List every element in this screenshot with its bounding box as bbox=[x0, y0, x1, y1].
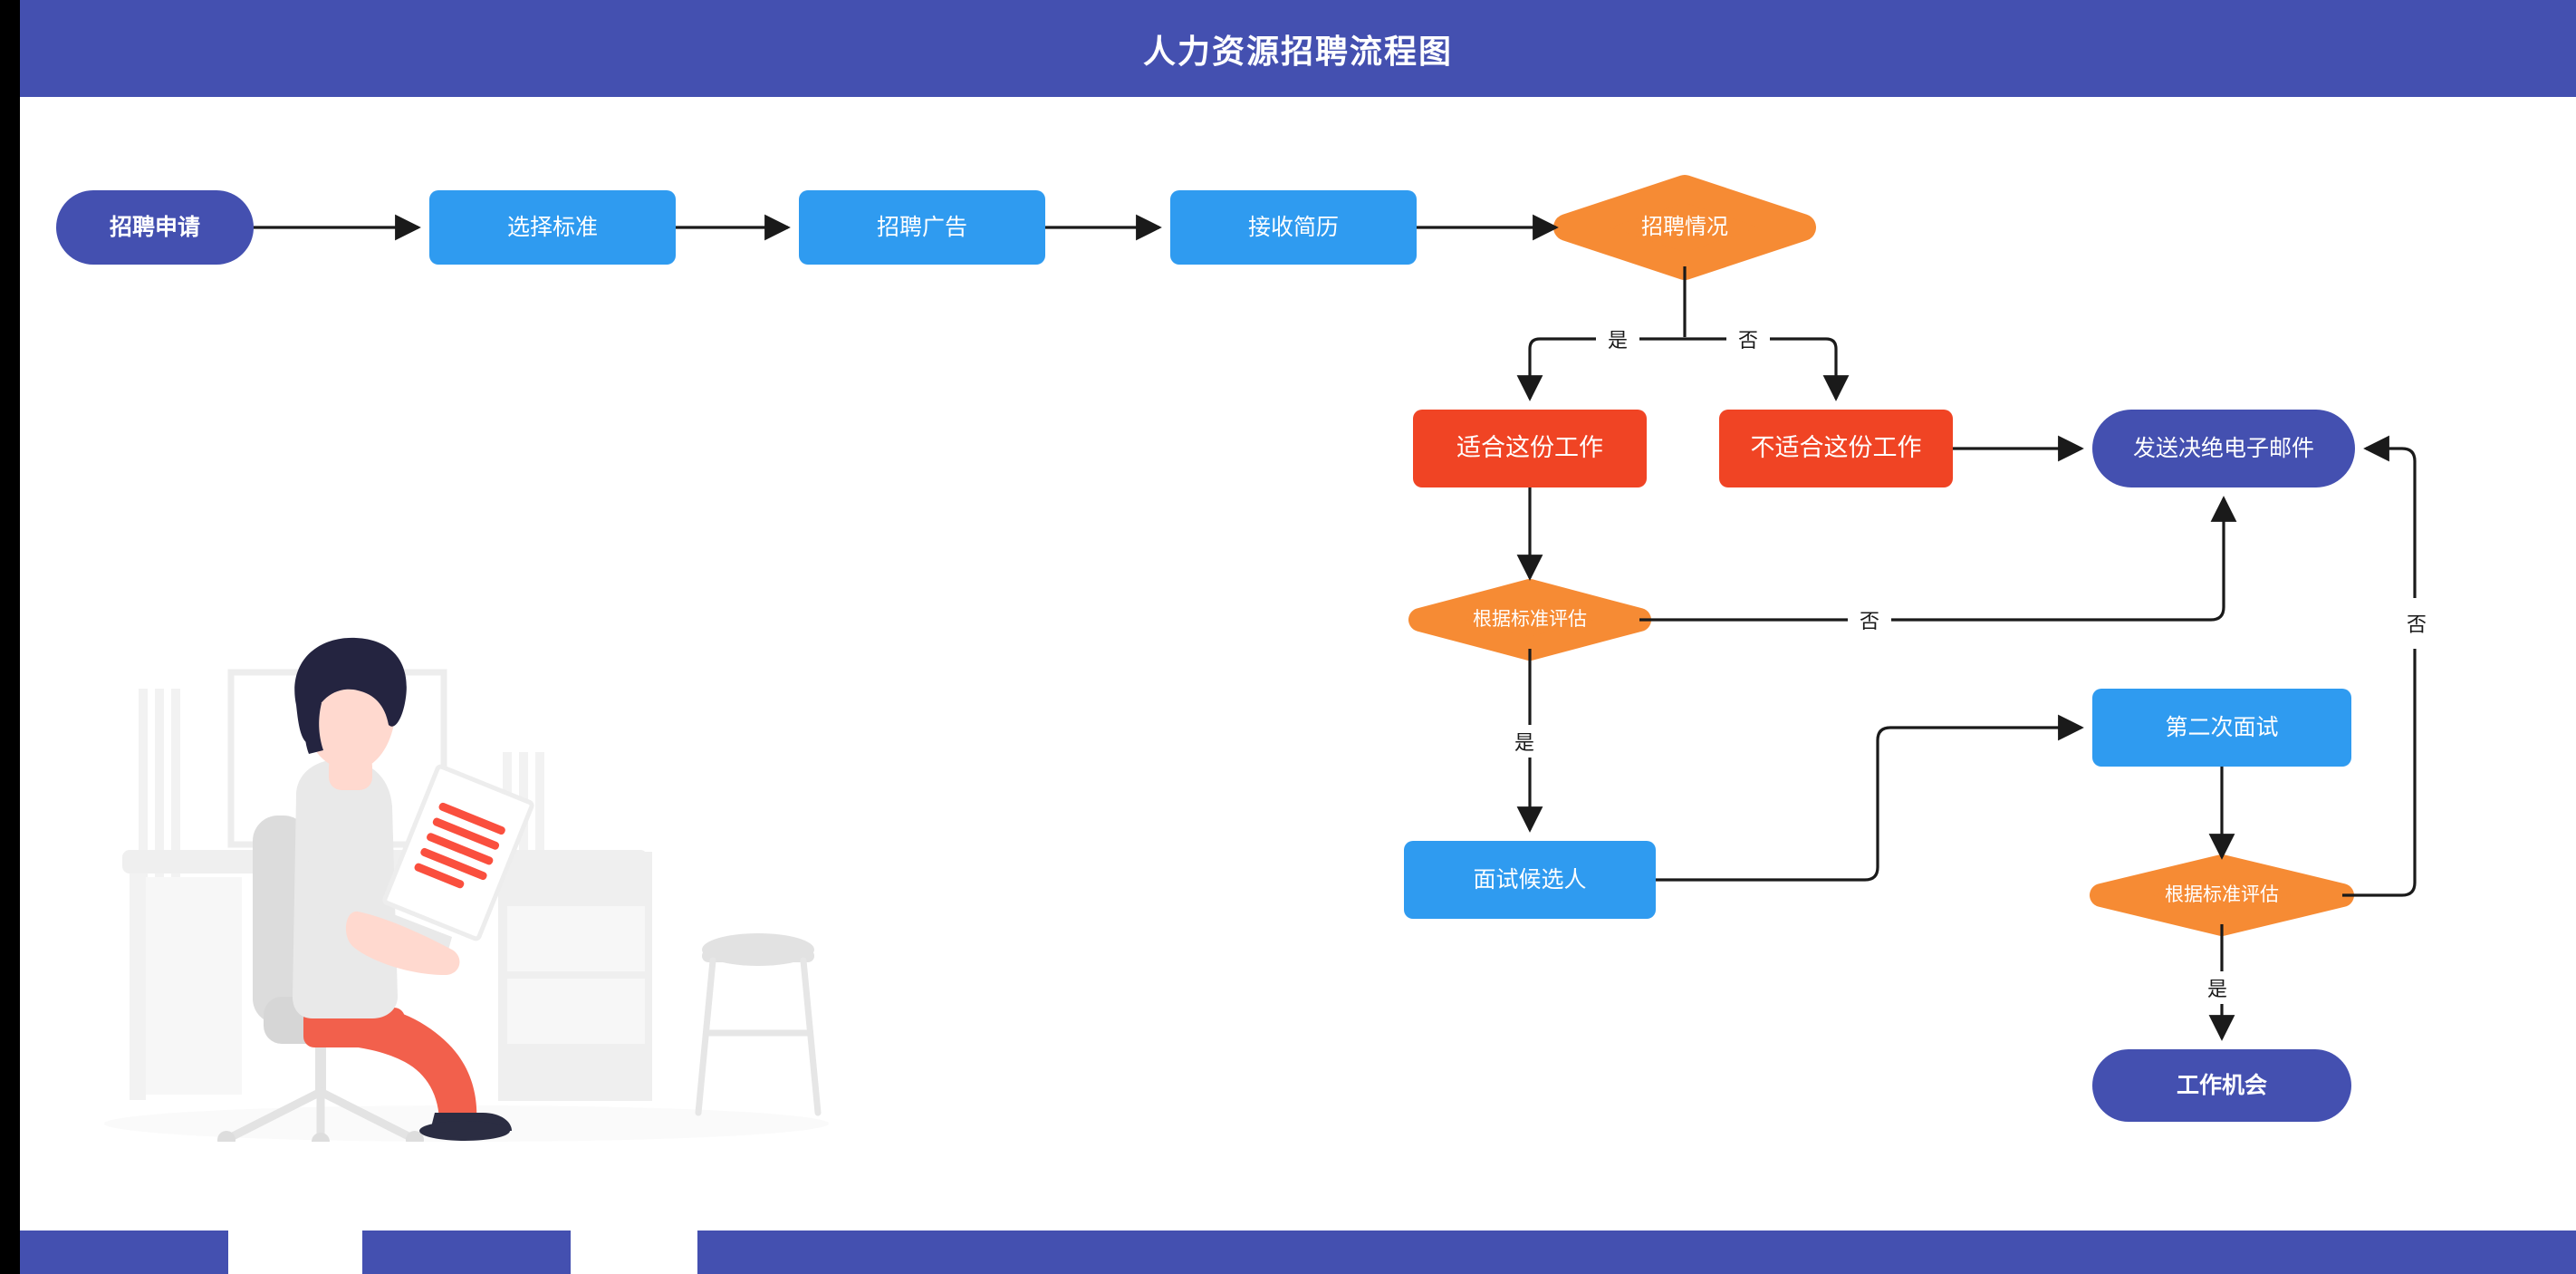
node-label-job-offer[interactable]: 工作机会 bbox=[2176, 1072, 2267, 1098]
node-shape-job-offer[interactable] bbox=[2092, 1049, 2351, 1122]
node-label-recruitment-request[interactable]: 招聘申请 bbox=[109, 214, 200, 240]
desk-cabinet-drawer-1 bbox=[507, 906, 645, 971]
decorative-bar-mid bbox=[362, 1231, 571, 1274]
person-hand bbox=[345, 911, 460, 975]
desk-cabinet-drawer-2 bbox=[507, 979, 645, 1044]
person-hair-sideburn bbox=[304, 701, 323, 754]
decorative-bar-right bbox=[697, 1231, 2576, 1274]
edge-label-yes-eval1: 是 bbox=[1503, 725, 1546, 758]
node-shape-job-advertisement[interactable] bbox=[799, 190, 1045, 265]
node-label-evaluate-by-criteria-2[interactable]: 根据标准评估 bbox=[2165, 883, 2279, 905]
node-label-receive-resume[interactable]: 接收简历 bbox=[1247, 214, 1339, 240]
desk-left-panel bbox=[130, 873, 146, 1100]
node-shape-second-interview[interactable] bbox=[2092, 689, 2351, 767]
person-hair bbox=[294, 637, 407, 743]
document-held bbox=[382, 764, 534, 941]
node-shape-recruitment-status[interactable] bbox=[1553, 175, 1816, 280]
node-shape-recruitment-request[interactable] bbox=[56, 190, 254, 265]
node-label-evaluate-by-criteria-1[interactable]: 根据标准评估 bbox=[1473, 608, 1587, 630]
flow-nodes bbox=[56, 175, 2355, 1122]
node-label-not-suitable-for-job[interactable]: 不适合这份工作 bbox=[1750, 434, 1922, 462]
node-shape-interview-candidate[interactable] bbox=[1404, 841, 1656, 919]
illustration-person-reading-document bbox=[104, 637, 829, 1142]
connector-n12-n8-no bbox=[2342, 435, 2417, 897]
page-title: 人力资源招聘流程图 bbox=[1142, 32, 1453, 70]
node-label-recruitment-status[interactable]: 招聘情况 bbox=[1641, 215, 1728, 240]
node-shape-send-rejection-email[interactable] bbox=[2092, 410, 2355, 487]
edge-label-no-eval2: 否 bbox=[2398, 598, 2431, 649]
person-figure bbox=[293, 637, 534, 1141]
node-shape-receive-resume[interactable] bbox=[1170, 190, 1417, 265]
node-label-suitable-for-job[interactable]: 适合这份工作 bbox=[1456, 434, 1603, 462]
connector-n9-n8-no bbox=[1639, 496, 2237, 622]
edge-label-yes-status: 是 bbox=[1596, 323, 1639, 355]
node-label-select-criteria[interactable]: 选择标准 bbox=[506, 214, 598, 240]
connector-n5-n7-no bbox=[1685, 337, 1850, 401]
connector-n10-n11 bbox=[1656, 714, 2084, 882]
node-shape-select-criteria[interactable] bbox=[429, 190, 676, 265]
node-label-second-interview[interactable]: 第二次面试 bbox=[2165, 714, 2279, 740]
stool bbox=[695, 933, 822, 1116]
desk-cabinet bbox=[498, 852, 652, 1101]
edge-label-no-status: 否 bbox=[1726, 323, 1770, 355]
edge-label-no-eval1: 否 bbox=[1848, 603, 1891, 636]
edge-label-yes-eval2: 是 bbox=[2196, 971, 2239, 1004]
node-shape-suitable-for-job[interactable] bbox=[1413, 410, 1647, 487]
desk-left-inner bbox=[146, 877, 242, 1095]
decorative-bar-left bbox=[20, 1231, 228, 1274]
connector-n5-n6-yes bbox=[1516, 337, 1685, 401]
node-label-send-rejection-email[interactable]: 发送决绝电子邮件 bbox=[2132, 435, 2314, 461]
header-bar: 人力资源招聘流程图 bbox=[20, 0, 2576, 97]
node-label-interview-candidate[interactable]: 面试候选人 bbox=[1473, 866, 1587, 893]
node-label-job-advertisement[interactable]: 招聘广告 bbox=[876, 214, 967, 240]
flow-connectors bbox=[254, 214, 2417, 1041]
node-shape-not-suitable-for-job[interactable] bbox=[1719, 410, 1953, 487]
